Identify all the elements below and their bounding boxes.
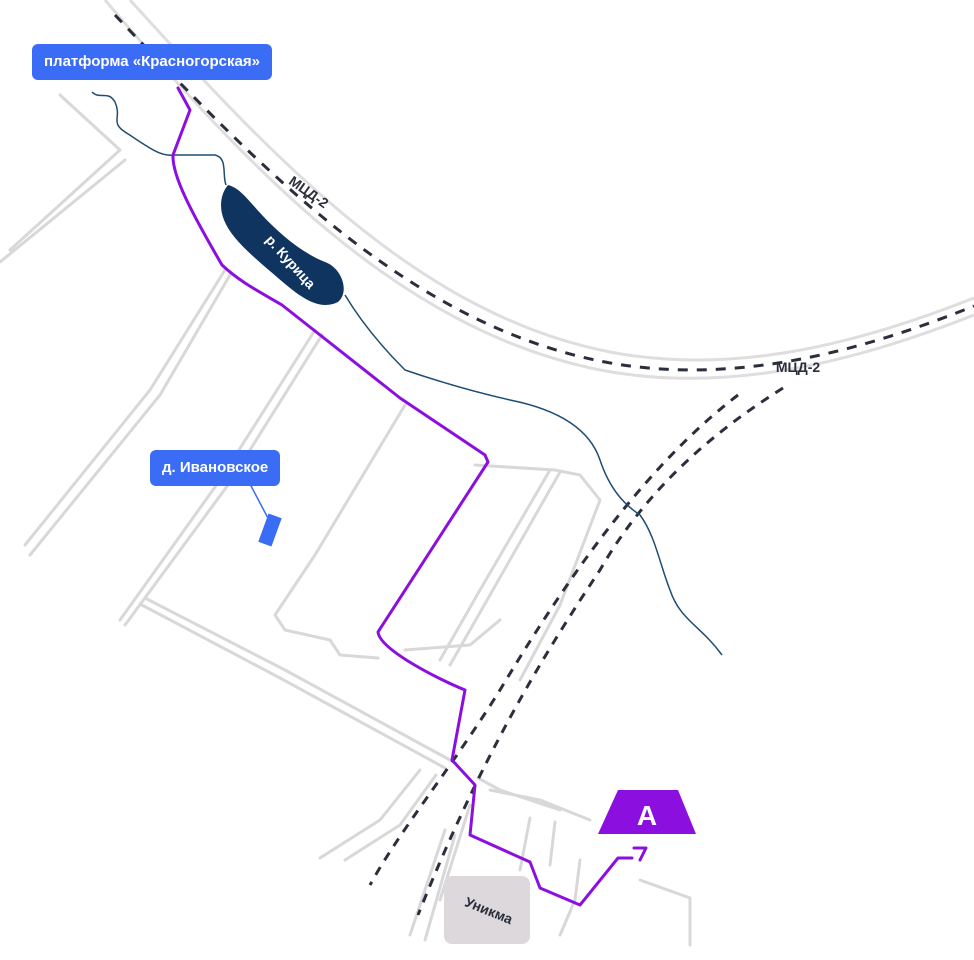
building-unikma: Уникма bbox=[444, 876, 530, 944]
road bbox=[138, 602, 447, 770]
road bbox=[318, 768, 422, 860]
building-shape bbox=[444, 876, 530, 944]
road bbox=[476, 776, 562, 812]
road bbox=[273, 403, 407, 642]
walking-route bbox=[171, 86, 634, 907]
rail-bed-inner bbox=[128, 0, 974, 362]
rail-label-mcd2-right: МЦД-2 bbox=[776, 359, 821, 375]
village-marker bbox=[249, 483, 282, 547]
rail-bed-outer bbox=[103, 0, 974, 380]
road bbox=[438, 468, 552, 662]
river-line bbox=[344, 294, 723, 656]
road bbox=[423, 833, 457, 942]
road bbox=[638, 878, 692, 947]
roads-layer bbox=[0, 93, 692, 947]
road bbox=[403, 618, 502, 652]
river-line bbox=[91, 91, 227, 186]
route-arrowhead bbox=[632, 846, 648, 862]
rail-track-dashed bbox=[113, 13, 974, 372]
village-label[interactable]: д. Ивановское bbox=[150, 450, 281, 486]
village-pointer-line bbox=[249, 483, 271, 523]
logo-shape bbox=[598, 790, 696, 834]
road bbox=[558, 858, 582, 937]
road bbox=[23, 268, 227, 547]
destination-logo[interactable]: А bbox=[598, 790, 696, 834]
rail-branch-1 bbox=[416, 386, 784, 916]
road bbox=[408, 828, 447, 937]
railway-branch bbox=[368, 386, 784, 916]
platform-label[interactable]: платформа «Красногорская» bbox=[32, 44, 272, 80]
road bbox=[448, 470, 562, 667]
road bbox=[28, 273, 232, 557]
road bbox=[548, 820, 557, 867]
village-building-icon bbox=[258, 513, 282, 547]
road bbox=[473, 463, 602, 682]
road bbox=[343, 773, 438, 862]
road bbox=[518, 816, 532, 872]
river-pond bbox=[221, 185, 344, 305]
road bbox=[328, 638, 380, 660]
rail-branch-2 bbox=[368, 393, 739, 886]
railway-mcd2-main bbox=[103, 0, 974, 380]
road bbox=[488, 788, 592, 822]
road bbox=[0, 158, 127, 264]
road bbox=[8, 93, 122, 252]
road bbox=[143, 596, 452, 762]
logo-letter: А bbox=[637, 800, 657, 831]
